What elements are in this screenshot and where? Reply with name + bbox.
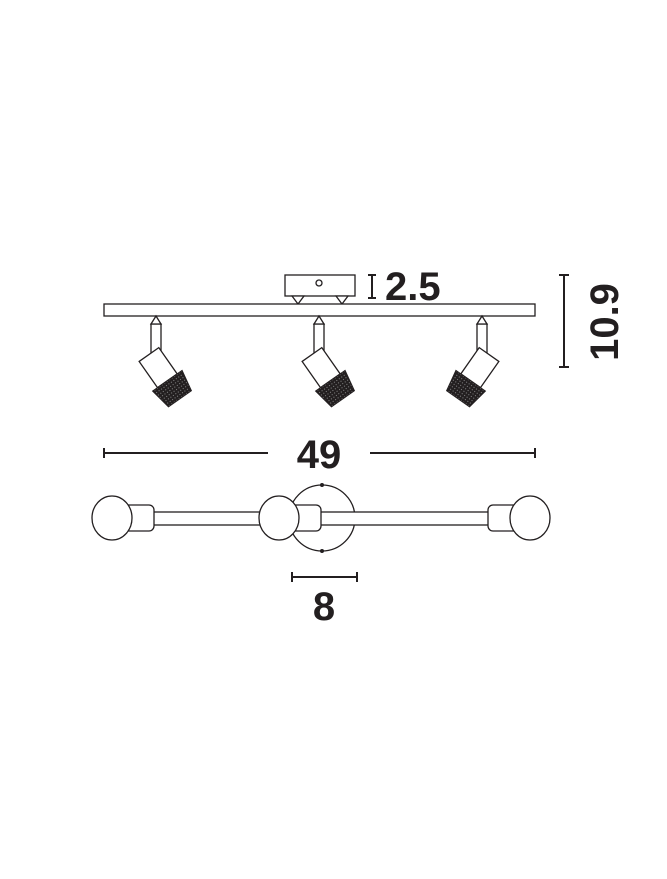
bulb-left (91, 495, 155, 541)
track-bar (103, 303, 536, 317)
total-length-label: 49 (297, 433, 342, 477)
canopy-diameter-dimension-line (291, 572, 358, 582)
bulb-right (487, 495, 551, 541)
canopy-height-label: 2.5 (385, 265, 441, 309)
spotlight-left (133, 315, 196, 410)
top-view (91, 483, 551, 553)
total-length-dimension-line (103, 448, 536, 458)
side-view (103, 274, 536, 410)
spotlight-middle (296, 315, 359, 410)
screw-icon (315, 279, 323, 287)
canopy-diameter-label: 8 (313, 585, 335, 629)
canopy-height-dimension-line (368, 274, 376, 299)
total-height-label: 10.9 (583, 283, 627, 361)
spotlight-right (442, 315, 505, 410)
total-height-dimension-line (559, 274, 569, 368)
